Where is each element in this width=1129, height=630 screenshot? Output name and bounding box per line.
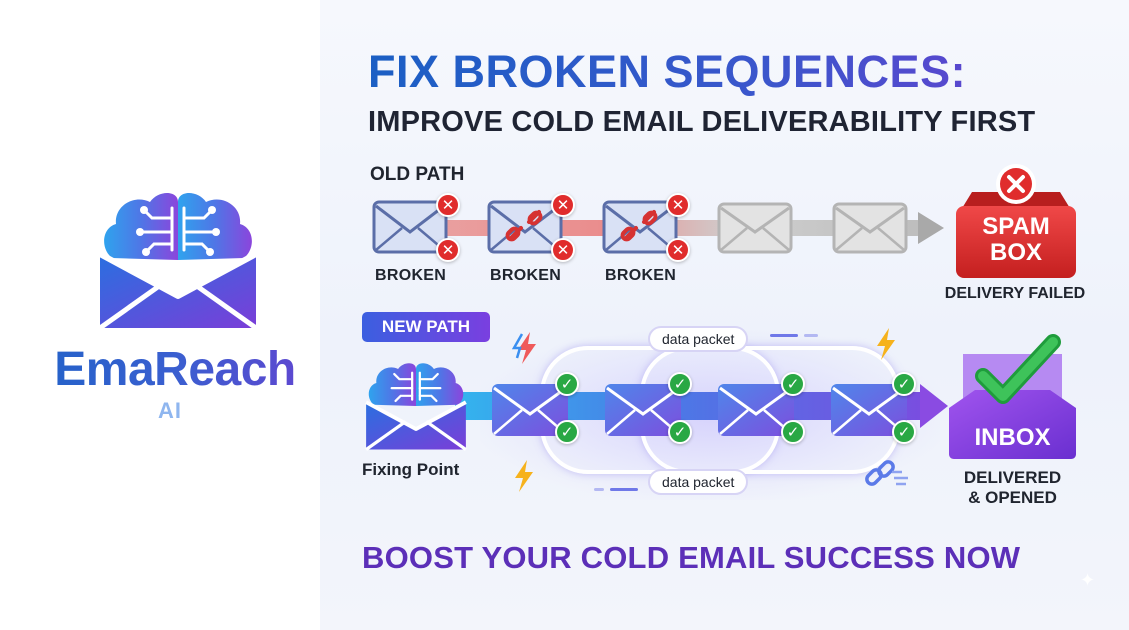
envelope-icon (603, 382, 683, 438)
delivered-line-2: & OPENED (968, 488, 1057, 507)
envelope-icon (372, 200, 448, 254)
envelope-icon (717, 202, 793, 254)
envelope-icon (487, 200, 563, 254)
lightning-icon (512, 458, 536, 494)
x-mark-icon: ✕ (436, 193, 460, 217)
motion-dash (594, 488, 604, 491)
old-path-arrow (918, 212, 944, 244)
brain-envelope-icon (92, 188, 264, 334)
spam-box-icon (952, 162, 1080, 280)
sparkle-icon: ✦ (1080, 570, 1096, 590)
data-packet-label: data packet (648, 469, 749, 495)
broken-step-label: BROKEN (490, 267, 562, 284)
delivered-caption: DELIVERED & OPENED (930, 468, 1095, 508)
x-mark-icon: ✕ (666, 193, 690, 217)
page-title: FIX BROKEN SEQUENCES: (368, 44, 1088, 100)
page-subtitle: IMPROVE COLD EMAIL DELIVERABILITY FIRST (368, 106, 1036, 138)
broken-link-icon (862, 458, 910, 494)
x-mark-icon: ✕ (436, 238, 460, 262)
lightning-icon (874, 326, 898, 362)
brain-envelope-icon (361, 360, 471, 452)
broken-step-label: BROKEN (605, 267, 677, 284)
delivered-line-1: DELIVERED (963, 468, 1062, 487)
inbox-label: INBOX (974, 424, 1051, 451)
motion-dash (770, 334, 798, 337)
brand-name: EmaReach (0, 342, 350, 398)
inbox-icon (945, 332, 1080, 460)
check-mark-icon: ✓ (668, 372, 692, 396)
old-path-label: OLD PATH (370, 164, 465, 185)
check-mark-icon: ✓ (892, 372, 916, 396)
delivery-failed-caption: DELIVERY FAILED (944, 285, 1086, 302)
new-path-arrow (920, 384, 948, 428)
motion-dash (610, 488, 638, 491)
spam-line-2: BOX (989, 239, 1042, 266)
spam-box-label: SPAM BOX (952, 214, 1080, 266)
envelope-icon (716, 382, 796, 438)
check-mark-icon: ✓ (555, 420, 579, 444)
check-mark-icon: ✓ (781, 420, 805, 444)
envelope-icon (602, 200, 678, 254)
check-mark-icon: ✓ (892, 420, 916, 444)
x-mark-icon: ✕ (551, 193, 575, 217)
new-path-label: NEW PATH (362, 312, 490, 342)
x-mark-icon: ✕ (551, 238, 575, 262)
call-to-action: BOOST YOUR COLD EMAIL SUCCESS NOW (362, 540, 1021, 575)
motion-dash (804, 334, 818, 337)
check-mark-icon: ✓ (555, 372, 579, 396)
fixing-point-caption: Fixing Point (362, 460, 460, 479)
brand-subtitle: AI (158, 398, 182, 423)
x-mark-icon: ✕ (666, 238, 690, 262)
check-mark-icon: ✓ (668, 420, 692, 444)
spam-line-1: SPAM (982, 213, 1050, 240)
lightning-icon (511, 330, 542, 366)
envelope-icon (832, 202, 908, 254)
data-packet-label: data packet (648, 326, 749, 352)
check-mark-icon: ✓ (781, 372, 805, 396)
broken-step-label: BROKEN (375, 267, 447, 284)
